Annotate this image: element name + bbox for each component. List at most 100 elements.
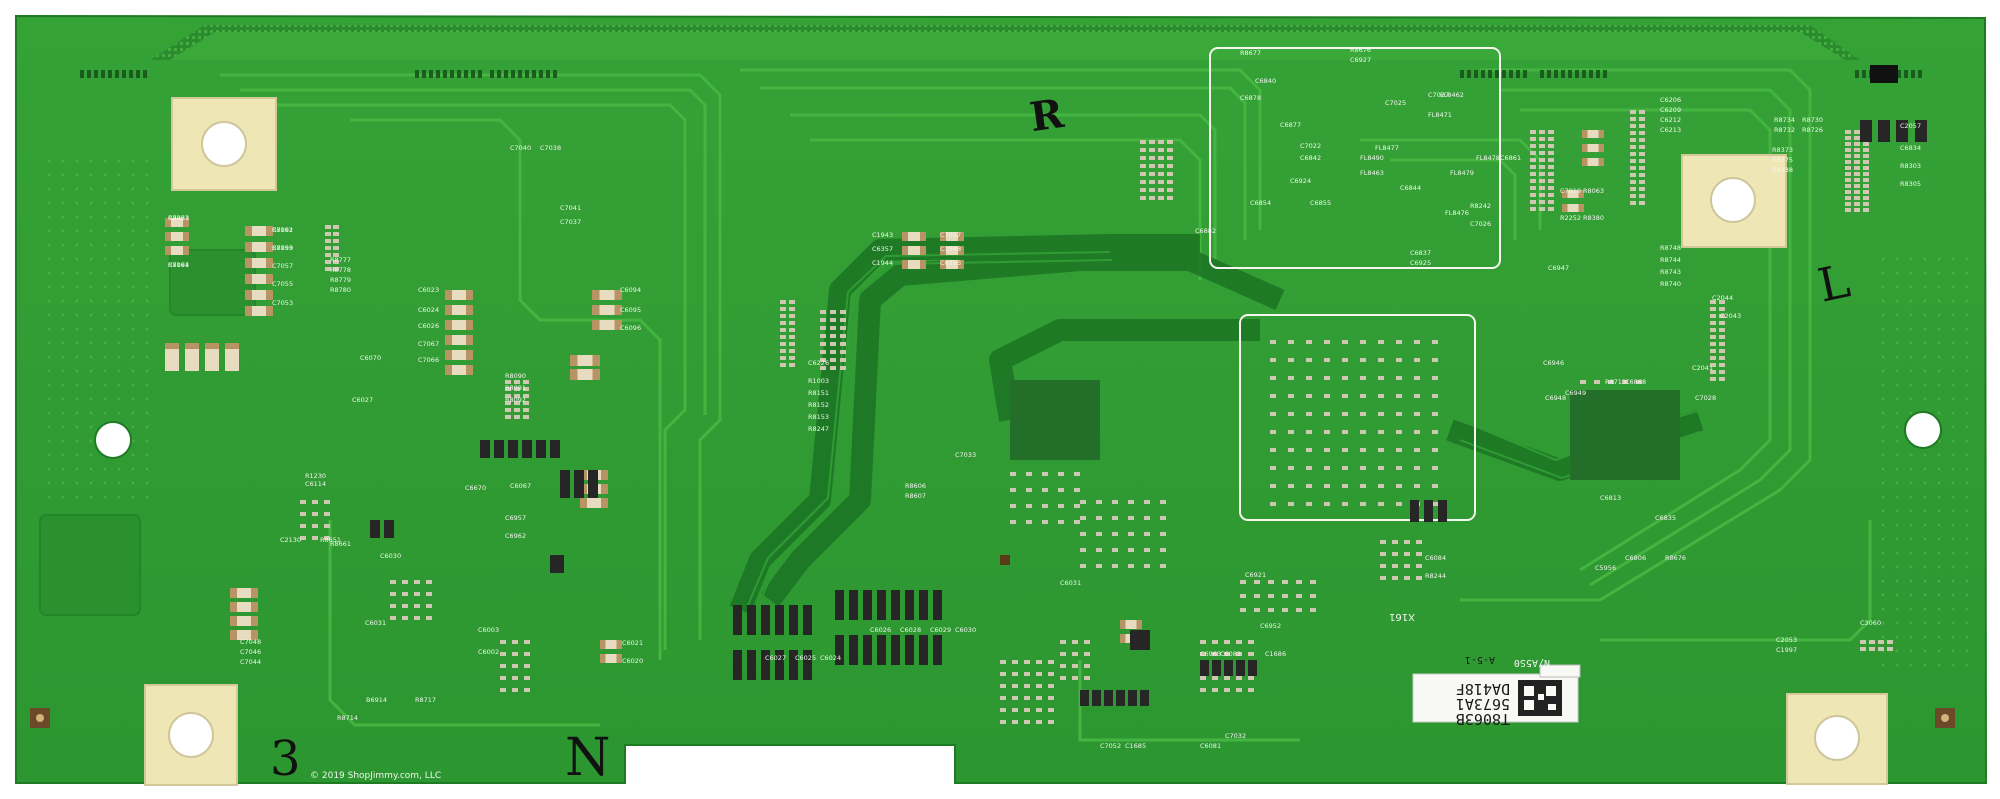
smd-cap [205, 343, 219, 371]
smd-res [1112, 564, 1118, 568]
smd-res [523, 387, 529, 391]
smd-res [1539, 200, 1545, 204]
smd-res [840, 358, 846, 362]
smd-res [312, 512, 318, 516]
smd-res [1060, 676, 1066, 680]
smd-cap-end [251, 630, 258, 640]
silk-label-r8375: R8375 [1772, 156, 1793, 164]
smd-res [1845, 166, 1851, 170]
smd-res [1060, 664, 1066, 668]
smd-res [514, 408, 520, 412]
smd-res [1845, 178, 1851, 182]
smd-res [1306, 412, 1312, 416]
smd-res [1342, 430, 1348, 434]
smd-cap-end [1598, 158, 1604, 166]
smd-res [1074, 520, 1080, 524]
smd-res [1296, 608, 1302, 612]
smd-res [1288, 394, 1294, 398]
silk-label-c6209: C6209 [1660, 106, 1681, 114]
smd-cap-end [230, 588, 237, 598]
smd-res [1630, 110, 1636, 114]
smd-res [1630, 117, 1636, 121]
smd-res [1863, 196, 1869, 200]
smd-cap-end [616, 640, 622, 649]
top-pin [122, 70, 126, 78]
smd-res [1324, 340, 1330, 344]
smd-cap [245, 290, 273, 300]
smd-res [1854, 148, 1860, 152]
silk-label-fl8478: FL8478 [1476, 154, 1500, 162]
silk-label-r8191: R8191 [168, 261, 189, 269]
smd-cap-end [1562, 204, 1568, 212]
silk-label-c6094: C6094 [620, 286, 641, 294]
silk-label-r8748: R8748 [1660, 244, 1681, 252]
smd-res [1270, 448, 1276, 452]
smd-res [1845, 142, 1851, 146]
smd-res [1140, 196, 1146, 200]
smd-cap-end [245, 306, 252, 316]
top-pin [525, 70, 529, 78]
smd-cap-end [445, 290, 452, 300]
silk-label-r8714: R8714 [337, 714, 358, 722]
silk-label-r8090: R8090 [505, 372, 526, 380]
smd-res [414, 580, 420, 584]
smd-res [820, 358, 826, 362]
smd-cap [245, 306, 273, 316]
smd-cap-end [616, 654, 622, 663]
smd-cap [445, 305, 473, 315]
smd-res [1639, 117, 1645, 121]
smd-res [1530, 130, 1536, 134]
smd-res [780, 314, 786, 318]
ic-chip [384, 520, 394, 538]
smd-res [1000, 708, 1006, 712]
smd-cap [1562, 190, 1584, 198]
smd-res [789, 342, 795, 346]
smd-cap-end [592, 320, 600, 330]
smd-cap-end [592, 369, 600, 380]
silk-label-c1685: C1685 [1125, 742, 1146, 750]
ic-chip [588, 470, 598, 498]
smd-res [1140, 164, 1146, 168]
smd-res [1380, 552, 1386, 556]
smd-res [1240, 594, 1246, 598]
top-pin [1862, 70, 1866, 78]
smd-res [1360, 448, 1366, 452]
smd-res [500, 676, 506, 680]
smd-res [1360, 502, 1366, 506]
smd-res [1248, 676, 1254, 680]
smd-res [1236, 676, 1242, 680]
silk-label-c6003: C6003 [478, 626, 499, 634]
silk-label-r8331: R8331 [168, 214, 189, 222]
smd-res [1404, 564, 1410, 568]
smd-cap-end [580, 498, 587, 508]
smd-res [789, 307, 795, 311]
silk-label-r8151: R8151 [808, 389, 829, 397]
smd-cap-end [251, 588, 258, 598]
smd-res [1212, 676, 1218, 680]
smd-res [1212, 640, 1218, 644]
smd-res [1630, 124, 1636, 128]
top-pin [1918, 70, 1922, 78]
smd-res [789, 363, 795, 367]
smd-res [1072, 640, 1078, 644]
smd-res [1432, 412, 1438, 416]
smd-res [1306, 340, 1312, 344]
smd-cap-end [958, 260, 964, 269]
smd-cap [245, 242, 273, 252]
smd-res [830, 310, 836, 314]
smd-res [1296, 594, 1302, 598]
smd-res [1719, 328, 1725, 332]
smd-res [1404, 576, 1410, 580]
smd-cap-end [601, 484, 608, 494]
smd-res [1306, 430, 1312, 434]
smd-res [1288, 502, 1294, 506]
silk-label-c7037: C7037 [560, 218, 581, 226]
silk-label-c6095: C6095 [620, 306, 641, 314]
smd-cap [165, 232, 189, 241]
smd-res [1530, 186, 1536, 190]
smd-res [1396, 394, 1402, 398]
top-pin [1488, 70, 1492, 78]
outline-box-top [1209, 47, 1501, 269]
smd-cap-end [592, 290, 600, 300]
top-pin [1596, 70, 1600, 78]
